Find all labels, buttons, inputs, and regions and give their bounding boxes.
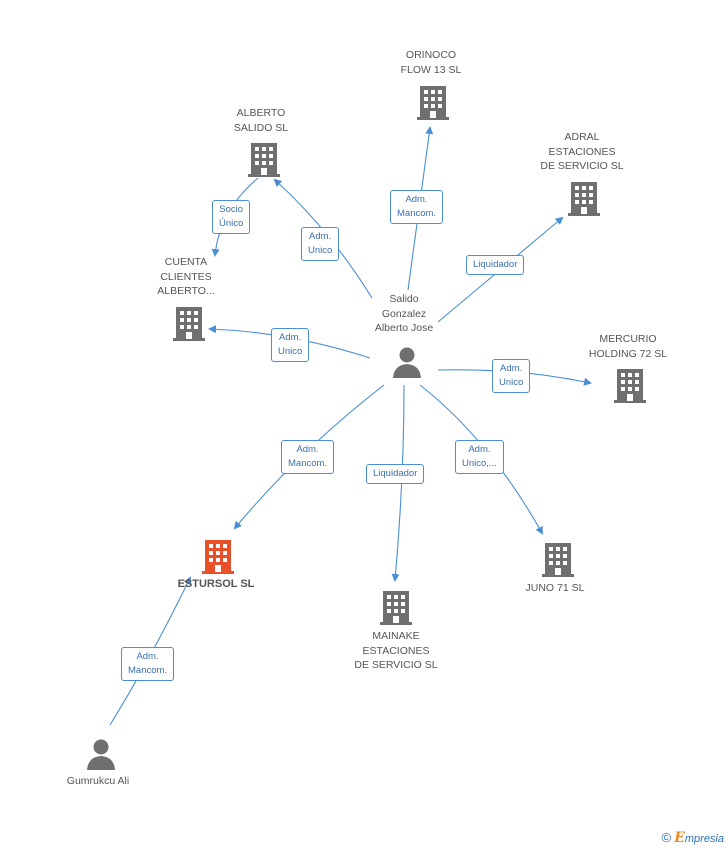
node-label: Gumrukcu Ali — [66, 775, 130, 787]
node-label: Alberto Jose — [374, 322, 434, 334]
node-label: DE SERVICIO SL — [354, 659, 438, 671]
node-label: ALBERTO — [236, 107, 286, 119]
relation-liquidador-adral[interactable]: Liquidador — [466, 255, 525, 275]
building-icon[interactable] — [614, 367, 646, 403]
node-label: MERCURIO — [599, 333, 657, 345]
node-label: DE SERVICIO SL — [540, 160, 624, 172]
node-label: Salido — [389, 293, 419, 305]
person-icon[interactable] — [392, 346, 422, 378]
node-label: SALIDO SL — [233, 121, 289, 134]
node-orinoco[interactable]: ORINOCO FLOW 13 SL — [376, 48, 486, 77]
relation-adm-mancom-estursol[interactable]: Adm. Mancom. — [281, 440, 335, 474]
building-icon[interactable] — [248, 141, 280, 177]
node-label: MAINAKE — [372, 630, 420, 642]
brand-footer: © Empresia — [662, 830, 724, 846]
node-juno[interactable]: JUNO 71 SL — [505, 581, 605, 596]
relation-liquidador-mainake[interactable]: Liquidador — [366, 464, 425, 484]
node-gumrukcu[interactable]: Gumrukcu Ali — [48, 774, 148, 789]
node-salido[interactable]: Salido Gonzalez Alberto Jose — [354, 292, 454, 336]
building-icon[interactable] — [542, 541, 574, 577]
node-label: ESTACIONES — [548, 145, 616, 158]
node-label: FLOW 13 SL — [400, 63, 462, 76]
node-label: JUNO 71 SL — [525, 582, 585, 594]
building-icon[interactable] — [568, 180, 600, 216]
node-label: ORINOCO — [405, 49, 457, 61]
relation-adm-mancom-orinoco[interactable]: Adm. Mancom. — [390, 190, 444, 224]
node-alberto-salido[interactable]: ALBERTO SALIDO SL — [206, 106, 316, 135]
person-icon[interactable] — [86, 738, 116, 770]
relation-adm-unico-mercurio[interactable]: Adm. Unico — [492, 359, 531, 393]
relation-socio-unico[interactable]: Socio Único — [212, 200, 251, 234]
node-adral[interactable]: ADRAL ESTACIONES DE SERVICIO SL — [522, 130, 642, 174]
node-label: ADRAL — [564, 131, 600, 143]
building-icon[interactable] — [380, 589, 412, 625]
building-icon[interactable] — [173, 305, 205, 341]
relation-adm-unico-cuenta[interactable]: Adm. Unico — [271, 328, 310, 362]
node-label: ESTACIONES — [362, 644, 430, 657]
node-label: HOLDING 72 SL — [588, 347, 668, 360]
node-label: CLIENTES — [160, 270, 212, 283]
copyright-icon: © — [661, 830, 672, 845]
relation-adm-unico-alberto[interactable]: Adm. Unico — [301, 227, 340, 261]
node-mainake[interactable]: MAINAKE ESTACIONES DE SERVICIO SL — [336, 629, 456, 673]
relation-adm-unico-juno[interactable]: Adm. Unico,... — [455, 440, 504, 474]
node-label: Gonzalez — [381, 307, 427, 320]
relation-adm-mancom-gumrukcu[interactable]: Adm. Mancom. — [121, 647, 175, 681]
node-cuenta[interactable]: CUENTA CLIENTES ALBERTO... — [136, 255, 236, 299]
node-label: ALBERTO... — [157, 285, 215, 297]
node-estursol[interactable]: ESTURSOL SL — [156, 577, 276, 592]
building-icon[interactable] — [417, 84, 449, 120]
node-label: CUENTA — [164, 256, 208, 268]
brand-name: mpresia — [684, 833, 724, 845]
brand-logo-letter: E — [674, 830, 685, 846]
building-icon-highlight[interactable] — [202, 538, 234, 574]
node-mercurio[interactable]: MERCURIO HOLDING 72 SL — [578, 332, 678, 361]
node-label: ESTURSOL SL — [177, 578, 255, 590]
